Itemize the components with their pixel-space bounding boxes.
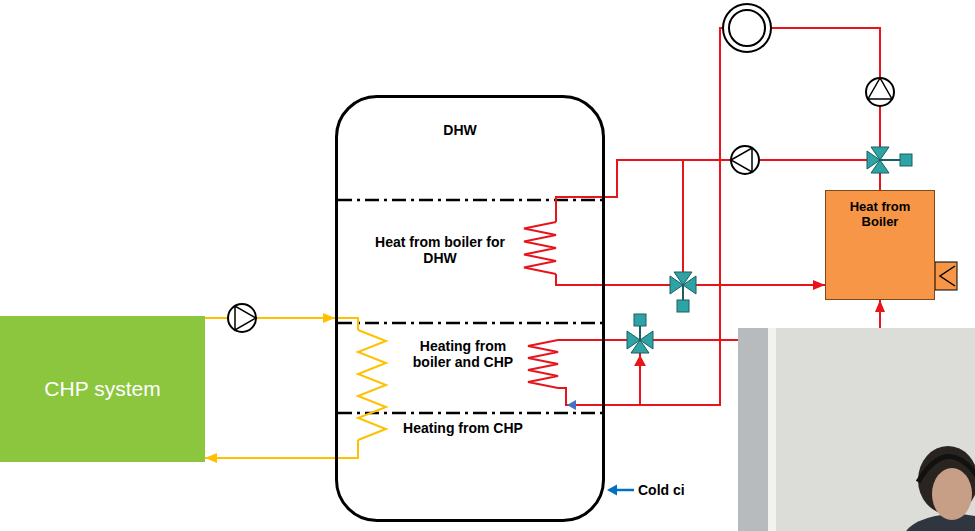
burner-symbol [935,262,957,290]
webcam-person [903,514,975,531]
chp-coil [358,330,386,440]
webcam-headset [918,456,975,482]
pump-symbol [228,304,256,332]
pipe-connector [605,284,825,286]
valve-stem [880,159,901,161]
coil-lead [335,440,358,458]
zone-divider [338,199,602,202]
valve-stem [682,285,684,301]
node-text: Heating from boiler and CHP [407,338,519,370]
tank-title: DHW [425,122,495,138]
pipe-connector [205,457,335,459]
coil-lead [335,318,358,330]
node-text: Heat from Boiler [832,199,928,229]
pump-symbol [235,306,256,330]
zone-divider [338,412,602,415]
valve-symbol [867,151,880,169]
valve-symbol [670,276,683,294]
pump-symbol [868,78,892,99]
valve-actuator [900,154,912,166]
webcam-window [738,328,768,531]
valve-stem [639,325,641,340]
chp-box: CHP system [0,316,205,462]
valve-symbol [670,272,696,312]
valve-symbol [627,314,653,353]
node-text: Heat from boiler for DHW [365,234,515,266]
zone-divider [338,322,602,325]
burner-symbol [940,266,955,286]
webcam-background [738,328,975,531]
flow-arrow [634,355,646,366]
heating-coil [528,340,558,388]
chp-pipes [335,318,386,458]
webcam-person [932,468,972,520]
bypass-pipe [639,340,641,405]
inlet-label: Cold ci [638,481,685,499]
radiator-symbol [729,10,765,46]
pipe-connector [205,317,335,319]
radiator-symbol [723,4,771,52]
tank-zone: Heat from boiler for DHW [365,234,515,266]
bypass-pipe [682,160,684,285]
valve-symbol [867,147,912,173]
webcam-person [918,446,975,514]
pump-symbol [731,146,759,174]
tank-zone: Heating from boiler and CHP [407,338,519,370]
pump-symbol [731,148,752,172]
coil-lead [556,274,605,285]
valve-symbol [871,160,889,173]
radiator-pipe [558,28,723,405]
coil-lead [558,339,605,341]
radiator-pipe [771,28,880,77]
cold-water-arrow [607,485,617,496]
pump-symbol [228,304,256,332]
heating-coil [524,222,556,274]
valve-symbol [871,147,889,160]
cold-water-arrow [615,489,634,492]
valve-symbol [683,276,696,294]
storage-tank: Heat from boiler for DHW Heating from boi… [335,95,605,522]
burner-symbol [935,262,957,290]
webcam-overlay [738,328,975,531]
node-text: CHP system [44,377,160,401]
node-text: Heating from CHP [403,420,523,436]
valve-symbol [674,272,692,285]
valve-symbol [627,331,640,349]
pump-symbol [866,78,894,106]
valve-actuator [634,314,646,326]
valve-symbol [640,331,653,349]
pipe-connector [605,300,880,340]
flow-arrow [567,400,576,410]
webcam-window [768,328,776,531]
valve-symbol [631,340,649,353]
tank-zone: Heating from CHP [393,419,533,437]
zone-dividers [338,200,602,413]
pump-symbol [731,146,759,174]
coil-lead [556,197,605,222]
pump-pipe [879,107,881,160]
boiler-box: Heat from Boiler [825,190,935,300]
valve-actuator [677,300,689,312]
pump-symbol [866,78,894,106]
